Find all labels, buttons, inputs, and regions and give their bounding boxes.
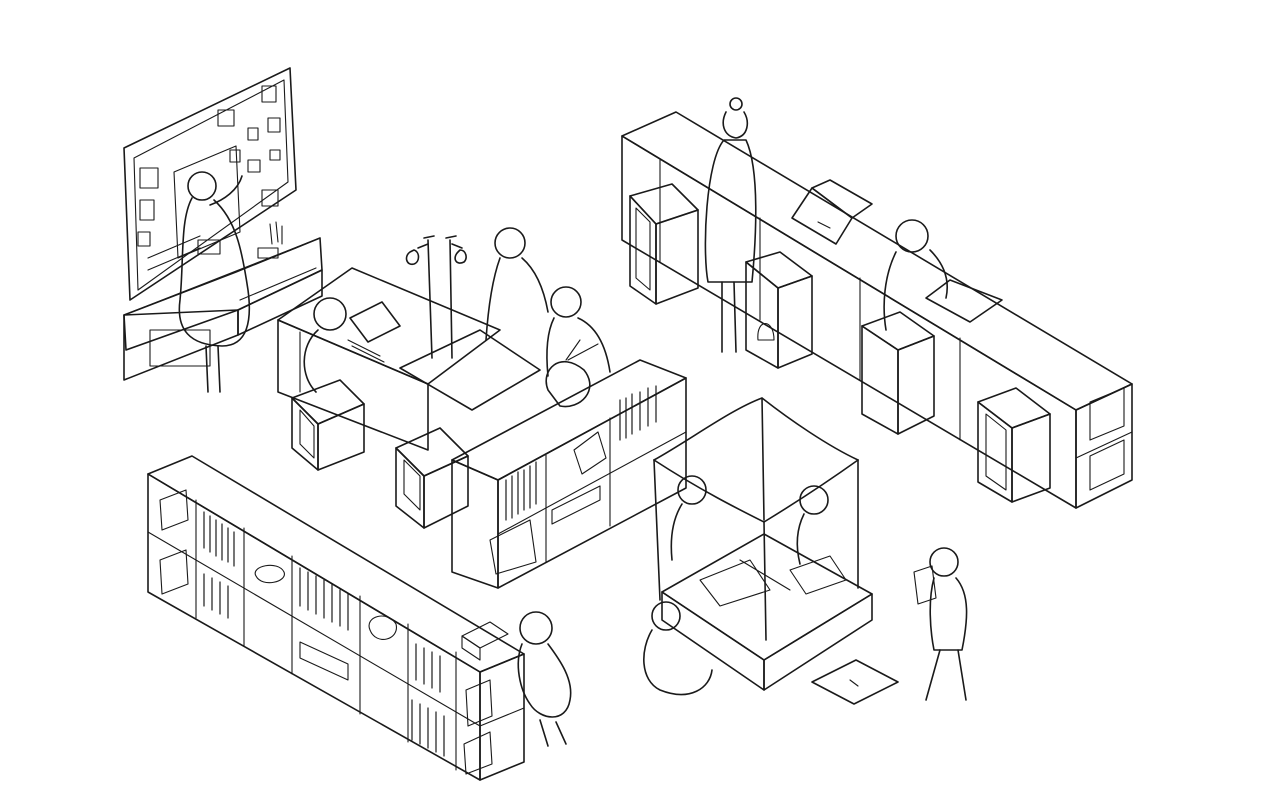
cube-seat-b <box>395 427 469 529</box>
low-shelf-left <box>123 221 323 381</box>
lamp-poles <box>405 235 467 359</box>
cube-box-3 <box>861 311 935 435</box>
child-walking <box>913 547 968 701</box>
central-bookshelf <box>451 359 687 589</box>
person-standing-counter <box>704 97 757 353</box>
child-front-left <box>643 601 713 696</box>
floor-cushion <box>811 659 899 705</box>
child-back-right <box>796 485 829 565</box>
child-back-left <box>670 475 707 561</box>
long-bookshelf <box>147 455 525 781</box>
laptop-on-counter <box>791 179 873 245</box>
person-with-plant <box>545 286 611 408</box>
long-counter <box>621 111 1133 509</box>
cube-seat-a <box>291 379 365 471</box>
cube-box-4 <box>977 387 1051 503</box>
person-crouching <box>517 611 572 747</box>
central-table <box>277 267 541 451</box>
canopy-table <box>653 397 873 691</box>
person-seated-laptop <box>303 297 401 393</box>
person-at-board <box>178 171 251 393</box>
cube-box-1 <box>629 183 699 305</box>
cube-box-2 <box>745 251 813 369</box>
bulletin-board <box>123 67 297 301</box>
person-reading-counter <box>883 219 1003 331</box>
person-standing-center <box>485 227 549 341</box>
